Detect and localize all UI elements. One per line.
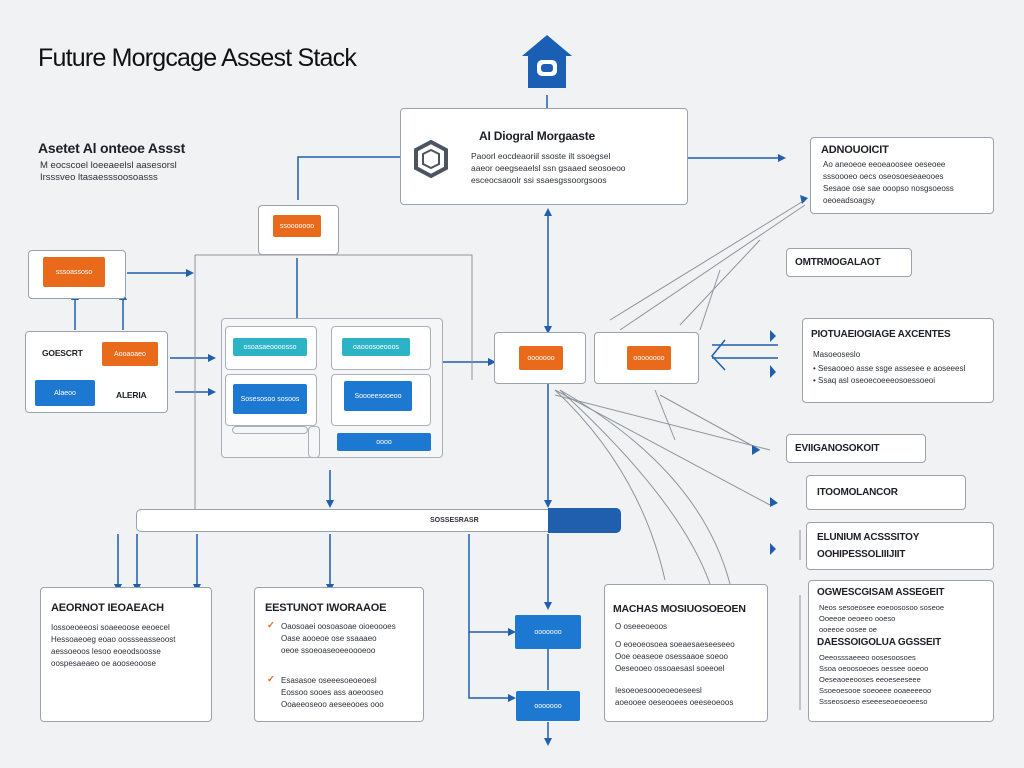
checkmark-icon: ✓	[267, 674, 275, 685]
bottom-right-center-line: O oseeeoeoos	[615, 622, 668, 631]
right-top-line: Sesaoe ose sae ooopso nosgsoeoss	[823, 184, 954, 193]
bottom-right-line: Oeseaoeeooses eeoeseeseee	[819, 675, 921, 684]
center-grid-chip[interactable]: osoasaeoooosso	[233, 338, 307, 356]
bottom-left-box: AEORNOT IEOAEACH Iossoeoeeosi soaeeoose …	[40, 587, 212, 722]
bottom-right-center-box: MACHAS MOSIUOSOEOEN O oseeeoeoos O eoeoe…	[604, 584, 768, 722]
progress-bar-track	[136, 509, 558, 532]
ai-box-title: AI Diogral Morgaaste	[479, 129, 596, 143]
top-small-box: ssooooooo	[258, 205, 339, 255]
right-label-2: EVIIGANOSOKOIT	[795, 443, 880, 454]
bottom-mid-box: EESTUNOT IWORAAOE ✓ Oaosoaei oosoasoae o…	[254, 587, 424, 722]
right-two-line-2: OOHIPESSOLIIIJIIT	[817, 549, 906, 560]
left-combo-label: GOESCRT	[42, 348, 83, 358]
bottom-right-box: OGWESCGISAM ASSEGEIT Neos sesoeosee eoeo…	[808, 580, 994, 722]
house-icon	[518, 32, 576, 92]
right-top-title: ADNOUOICIT	[821, 144, 889, 156]
checkmark-icon: ✓	[267, 620, 275, 631]
right-two-line-box: ELUNIUM ACSSSITOY OOHIPESSOLIIIJIIT	[806, 522, 994, 570]
bottom-mid-line: Oase aooeoe ose ssaaaeo	[281, 634, 377, 643]
right-label-3: ITOOMOLANCOR	[817, 487, 898, 498]
ai-box-line: aaeor oeegseaelsl ssn gsaaed seosoeoo	[471, 163, 626, 173]
right-two-line-1: ELUNIUM ACSSSITOY	[817, 532, 920, 543]
left-combo-label: ALERIA	[116, 390, 147, 400]
progress-bar-label: SOSSESRASR	[430, 517, 479, 524]
center-grid-back	[308, 426, 320, 458]
left-combo-chip-blue[interactable]: Alaeoo	[35, 380, 95, 406]
bottom-mid-line: Ooaeeoseoo aeseeooes ooo	[281, 700, 384, 709]
center-grid-chip[interactable]: Sosesosoo sosoos	[233, 384, 307, 414]
right-mid-line: • Ssaq asl oseoecoeeeosoessoeoi	[813, 376, 935, 385]
bottom-left-line: oospesaeaeo oe aooseooose	[51, 659, 156, 668]
right-mid-line: Masoeoseslo	[813, 350, 861, 359]
bottom-right-center-line: Oeseooeo ossoaesasl soeeoel	[615, 664, 725, 673]
top-small-chip[interactable]: ssooooooo	[273, 215, 321, 237]
right-label-box-3: ITOOMOLANCOR	[806, 475, 966, 510]
center-right-chip-1[interactable]: ooooooo	[519, 346, 563, 370]
right-top-line: oeoeadsoagsy	[823, 196, 876, 205]
left-section-title: Asetet Al onteoe Assst	[38, 140, 186, 156]
left-section-line: M eocscoel loeeaeelsl aasesorsl	[40, 160, 177, 171]
right-mid-title: PIOTUAEIOGIAGE AXCENTES	[811, 329, 951, 340]
center-right-box-2: oooooooo	[594, 332, 699, 384]
ai-box-line: esceocsaoolr ssi ssaesgssoorgsoos	[471, 175, 607, 185]
progress-bar-fill	[548, 508, 621, 533]
ai-box: AI Diogral Morgaaste Paoorl eocdeaoriil …	[400, 108, 688, 205]
center-right-chip-2[interactable]: oooooooo	[627, 346, 671, 370]
center-right-box-1: ooooooo	[494, 332, 586, 384]
bottom-center-chip[interactable]: ooooooo	[516, 691, 580, 721]
left-section-line: Irsssveo ltasaesssoosoasss	[40, 172, 158, 183]
bottom-right-line: Ssseosoeso eseeeseoeoeoeeso	[819, 697, 928, 706]
hexagon-icon	[413, 139, 449, 179]
left-combo-chip-orange[interactable]: Aooaoaeo	[102, 342, 158, 366]
right-top-line: sssoooeo oecs oseosoeseaeooes	[823, 172, 944, 181]
left-small-chip[interactable]: sssoassoso	[43, 257, 105, 287]
ai-box-line: Paoorl eocdeaoriil ssoste ilt ssoegsel	[471, 151, 611, 161]
bottom-right-center-line: O eoeoeosoea soeaesaeseeseeo	[615, 640, 735, 649]
bottom-right-line: Ssoa oeoosoeoes oessee ooeoo	[819, 664, 929, 673]
bottom-right-center-line: Iesoeoesoooeoeoeseesl	[615, 686, 702, 695]
right-top-box: ADNOUOICIT Ao aneoeoe eeoeaoosee oeseoee…	[810, 137, 994, 214]
right-label-box-2: EVIIGANOSOKOIT	[786, 434, 926, 463]
bottom-right-center-line: Ooe oeaseoe osessaaoe soeoo	[615, 652, 728, 661]
bottom-left-line: Iossoeoeeosi soaeeoose eeoecel	[51, 623, 170, 632]
right-top-line: Ao aneoeoe eeoeaoosee oeseoee	[823, 160, 946, 169]
center-grid-chip[interactable]: oooo	[337, 433, 431, 451]
bottom-right-line: Ssoeoesooe soeoeee ooaeeeeoo	[819, 686, 932, 695]
bottom-right-line: Ooeeoe oeoeeo ooeso	[819, 614, 896, 623]
bottom-left-title: AEORNOT IEOAEACH	[51, 602, 164, 614]
bottom-mid-line: Esasasoe oseeesoeoeoesl	[281, 676, 377, 685]
bottom-center-chip[interactable]: ooooooo	[515, 615, 581, 649]
bottom-left-line: aessoeoos lesoo eoeodsoosse	[51, 647, 161, 656]
page-title: Future Morgcage Assest Stack	[38, 44, 357, 72]
left-combo-box: GOESCRT Aooaoaeo Alaeoo ALERIA	[25, 331, 168, 413]
bottom-mid-line: Eossoo sooes ass aoeooseo	[281, 688, 384, 697]
bottom-mid-line: oeoe ssoeoaseoeeoooeoo	[281, 646, 376, 655]
center-grid-chip[interactable]: Soooeesooeoo	[344, 381, 412, 411]
bottom-left-line: Hessoaeoeg eoao oossseasseoost	[51, 635, 176, 644]
right-label-box-1: OMTRMOGALAOT	[786, 248, 912, 277]
bottom-right-center-line: aoeooee oeseooees oeeseoeoos	[615, 698, 734, 707]
bottom-right-line: Neos sesoeosee eoeoososoo soseoe	[819, 603, 945, 612]
right-label-1: OMTRMOGALAOT	[795, 257, 881, 268]
center-grid-chip[interactable]: oaooosoeooos	[342, 338, 410, 356]
bottom-right-title-2: DAESSOIGOLUA GGSSEIT	[817, 637, 941, 648]
bottom-right-line: ooeeoe oosee oe	[819, 625, 877, 634]
bottom-right-center-title: MACHAS MOSIUOSOEOEN	[613, 603, 746, 615]
right-mid-line: • Sesaooeo asse ssge assesee e aoseeesl	[813, 364, 966, 373]
bottom-right-title-1: OGWESCGISAM ASSEGEIT	[817, 587, 945, 598]
bottom-right-line: Oeeosssaeeeo oosesoosoes	[819, 653, 916, 662]
left-small-box: sssoassoso	[28, 250, 126, 299]
bottom-mid-title: EESTUNOT IWORAAOE	[265, 602, 387, 614]
center-grid-back	[232, 426, 308, 434]
right-mid-box: PIOTUAEIOGIAGE AXCENTES Masoeoseslo • Se…	[802, 318, 994, 403]
bottom-mid-line: Oaosoaei oosoasoae oioeoooes	[281, 622, 396, 631]
